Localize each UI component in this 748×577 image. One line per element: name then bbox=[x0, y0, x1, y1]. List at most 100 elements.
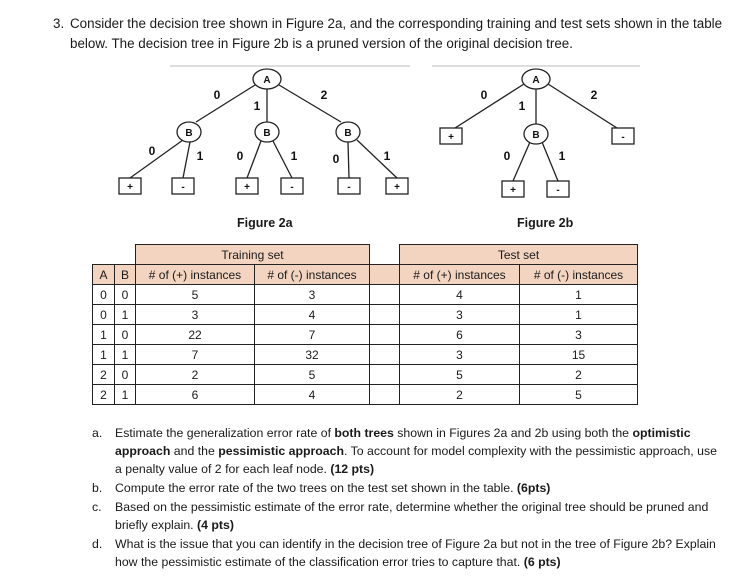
node-b bbox=[523, 123, 549, 145]
part-points: (12 pts) bbox=[330, 462, 375, 476]
edge-label-b-1: 1 bbox=[519, 99, 526, 113]
edge-a-0 bbox=[195, 84, 256, 123]
figure-2b-tree: A B 0 1 2 0 1 + + - - bbox=[432, 65, 640, 198]
table-cell: 2 bbox=[92, 384, 115, 405]
figure-2b-caption: Figure 2b bbox=[517, 216, 574, 230]
table-cell: 3 bbox=[399, 344, 520, 365]
edge-label-b2-0: 0 bbox=[237, 149, 244, 163]
table-cell: 1 bbox=[519, 304, 638, 325]
leaf-box bbox=[337, 177, 361, 195]
table-cell: 2 bbox=[519, 364, 638, 385]
edge-label-a-2: 2 bbox=[321, 88, 328, 102]
question-parts: a. Estimate the generalization error rat… bbox=[92, 424, 720, 572]
leaf-label: + bbox=[448, 132, 454, 143]
leaf-label: + bbox=[127, 182, 133, 193]
table-cell: 1 bbox=[114, 344, 136, 365]
node-b-label: B bbox=[532, 130, 539, 141]
part-text: Estimate the generalization error rate o… bbox=[115, 426, 335, 440]
table-row: 2 1 6 4 2 5 bbox=[92, 384, 638, 405]
part-bold: optimistic approach bbox=[115, 426, 691, 458]
edge-label-b3-0: 0 bbox=[333, 152, 340, 166]
edge-label-b2-1: 1 bbox=[291, 149, 298, 163]
leaf-box bbox=[611, 127, 635, 145]
table-cell: 5 bbox=[399, 364, 520, 385]
table-cell: 1 bbox=[114, 384, 136, 405]
column-header: # of (-) instances bbox=[519, 264, 638, 285]
table-header-row: A B # of (+) instances # of (-) instance… bbox=[92, 264, 638, 285]
leaf-label: - bbox=[347, 182, 350, 193]
training-set-header: Training set bbox=[135, 244, 370, 265]
edge-label-bb-0: 0 bbox=[504, 149, 511, 163]
table-row: 1 0 22 7 6 3 bbox=[92, 324, 638, 345]
leaf-label: - bbox=[556, 185, 559, 196]
edge-b3-1 bbox=[356, 139, 398, 179]
column-header: A bbox=[92, 264, 115, 285]
node-b-mid-label: B bbox=[263, 128, 270, 139]
edge-label-b1-0: 0 bbox=[149, 144, 156, 158]
table-cell: 7 bbox=[254, 324, 370, 345]
part-points: (6 pts) bbox=[523, 555, 561, 569]
table-cell: 0 bbox=[114, 324, 136, 345]
leaf-box bbox=[118, 177, 142, 195]
table-spacer-cell bbox=[369, 384, 400, 405]
table-spacer-cell bbox=[369, 304, 400, 325]
edge-label-b-0: 0 bbox=[481, 88, 488, 102]
column-header: # of (-) instances bbox=[254, 264, 370, 285]
part-text: shown in Figures 2a and 2b using both th… bbox=[393, 426, 633, 440]
question-number: 3. bbox=[53, 16, 65, 31]
root-node-a bbox=[252, 68, 282, 90]
part-text: What is the issue that you can identify … bbox=[115, 537, 716, 569]
table-spacer-cell bbox=[369, 324, 400, 345]
table-cell: 7 bbox=[135, 344, 255, 365]
table-cell: 0 bbox=[92, 304, 115, 325]
root-node-label: A bbox=[263, 75, 270, 86]
leaf-box bbox=[235, 177, 259, 195]
part-bold: both trees bbox=[334, 426, 394, 440]
column-header: # of (+) instances bbox=[399, 264, 520, 285]
leaf-box bbox=[546, 180, 570, 198]
edge-b1-0 bbox=[129, 139, 184, 179]
edge-b3-0 bbox=[347, 141, 350, 179]
edge-label-bb-1: 1 bbox=[559, 149, 566, 163]
data-table: Training set Test set A B # of (+) insta… bbox=[92, 244, 638, 405]
node-b-left-label: B bbox=[185, 128, 192, 139]
edge-label-a-0: 0 bbox=[214, 88, 221, 102]
part-text: . To account for model complexity with t… bbox=[115, 444, 717, 476]
edge-b-2 bbox=[547, 83, 618, 129]
part-label: a. bbox=[92, 426, 103, 440]
leaf-label: - bbox=[621, 132, 624, 143]
table-cell: 3 bbox=[399, 304, 520, 325]
question-part-b: b. Compute the error rate of the two tre… bbox=[92, 479, 720, 497]
table-cell: 6 bbox=[399, 324, 520, 345]
table-cell: 15 bbox=[519, 344, 638, 365]
node-b-mid bbox=[254, 121, 280, 143]
table-cell: 22 bbox=[135, 324, 255, 345]
edge-b-0 bbox=[454, 83, 525, 129]
table-row: 2 0 2 5 5 2 bbox=[92, 364, 638, 385]
leaf-label: - bbox=[290, 182, 293, 193]
table-empty-cell bbox=[370, 245, 400, 265]
leaf-label: + bbox=[394, 182, 400, 193]
table-spacer-cell bbox=[369, 284, 400, 305]
table-cell: 3 bbox=[519, 324, 638, 345]
part-text: Based on the pessimistic estimate of the… bbox=[115, 500, 709, 532]
node-b-right bbox=[335, 121, 361, 143]
leaf-box bbox=[439, 127, 463, 145]
leaf-label: + bbox=[244, 182, 250, 193]
root-node-label: A bbox=[532, 75, 539, 86]
table-row: 0 0 5 3 4 1 bbox=[92, 284, 638, 305]
question-part-a: a. Estimate the generalization error rat… bbox=[92, 424, 720, 478]
leaf-box bbox=[280, 177, 304, 195]
part-text: Compute the error rate of the two trees … bbox=[115, 481, 517, 495]
edge-bb-0 bbox=[512, 141, 531, 182]
leaf-label: - bbox=[181, 182, 184, 193]
leaf-box bbox=[171, 177, 195, 195]
table-spacer-cell bbox=[369, 364, 400, 385]
part-label: c. bbox=[92, 500, 102, 514]
node-b-left bbox=[176, 121, 202, 143]
edge-b2-1 bbox=[272, 140, 293, 179]
table-cell: 5 bbox=[519, 384, 638, 405]
edge-label-b-2: 2 bbox=[591, 88, 598, 102]
table-cell: 0 bbox=[114, 284, 136, 305]
column-header: B bbox=[114, 264, 136, 285]
